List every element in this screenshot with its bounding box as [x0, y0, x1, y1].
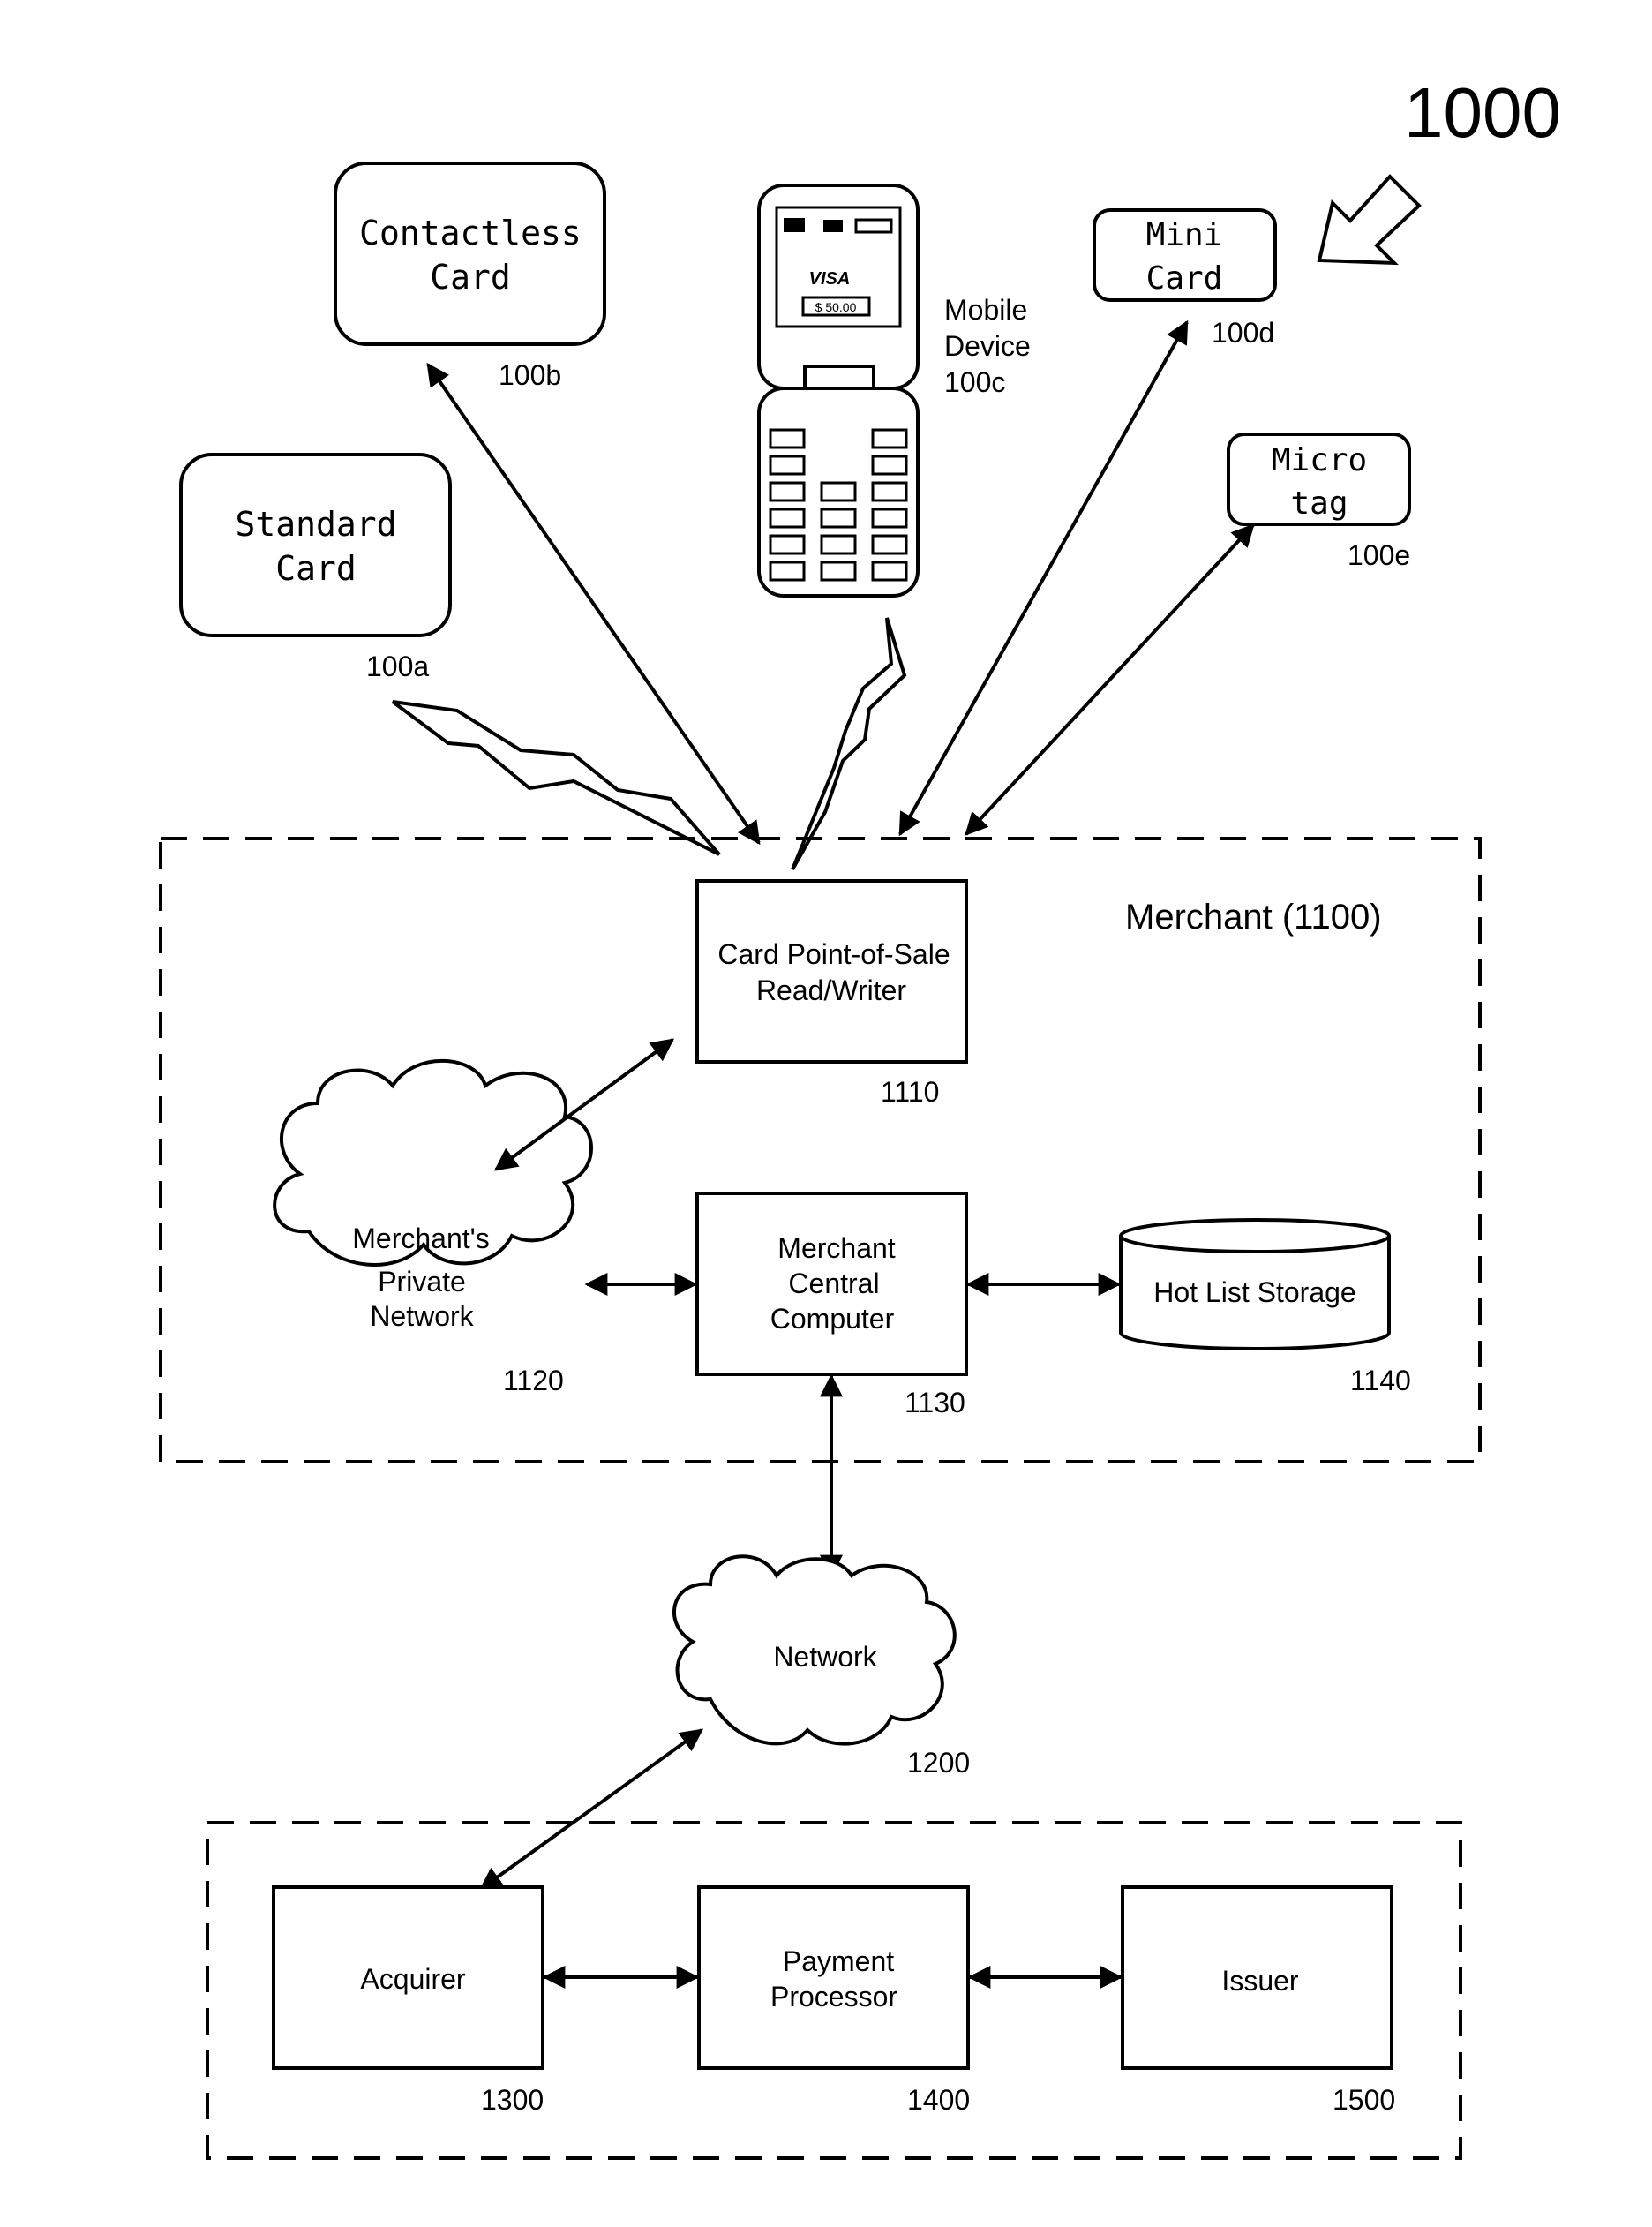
central-computer-ref: 1130: [905, 1387, 965, 1418]
standard-card-label-line2: Card: [275, 549, 357, 588]
standard-card-label-line1: Standard: [235, 505, 396, 544]
network-ref: 1200: [907, 1747, 970, 1779]
central-computer-label-line3: Computer: [770, 1303, 895, 1335]
issuer-label: Issuer: [1221, 1965, 1298, 1997]
pos-label-line1: Card Point-of-Sale: [717, 938, 950, 970]
network-cloud-icon: Network: [674, 1556, 955, 1743]
hot-list-storage-database-icon: Hot List Storage: [1121, 1220, 1389, 1349]
standard-card-ref: 100a: [366, 651, 429, 682]
figure-number: 1000: [1404, 73, 1561, 152]
issuer-ref: 1500: [1333, 2084, 1395, 2116]
payment-processor-box: Payment Processor: [699, 1887, 968, 2068]
mini-card-label-line2: Card: [1146, 260, 1223, 297]
hot-list-storage-ref: 1140: [1350, 1365, 1411, 1396]
acquirer-label: Acquirer: [360, 1963, 466, 1995]
micro-tag-label-line1: Micro: [1272, 442, 1367, 478]
mini-card-to-pos-arrow: [900, 322, 1187, 834]
payment-processor-ref: 1400: [907, 2084, 970, 2116]
private-network-label-line3: Network: [370, 1300, 474, 1332]
micro-tag: Micro tag: [1228, 434, 1409, 524]
private-network-label-line2: Private: [378, 1266, 466, 1298]
mobile-device-label-line1: Mobile: [944, 294, 1027, 326]
central-computer-label-line2: Central: [788, 1268, 879, 1299]
mini-card: Mini Card: [1094, 210, 1275, 300]
payment-processor-label-line2: Processor: [770, 1981, 897, 2013]
contactless-card-ref: 100b: [499, 359, 561, 391]
issuer-box: Issuer: [1123, 1887, 1392, 2068]
acquirer-box: Acquirer: [274, 1887, 543, 2068]
micro-tag-label-line2: tag: [1290, 485, 1348, 522]
micro-tag-ref: 100e: [1348, 539, 1410, 571]
figure-pointer-arrow-icon: [1319, 177, 1419, 263]
merchant-label: Merchant (1100): [1125, 898, 1382, 937]
mini-card-label-line1: Mini: [1146, 217, 1223, 253]
pos-ref: 1110: [881, 1076, 939, 1108]
hot-list-storage-label: Hot List Storage: [1153, 1276, 1355, 1308]
standard-card: Standard Card: [181, 455, 450, 636]
standard-card-wireless-link-icon: [393, 702, 719, 854]
payment-processor-label-line1: Payment: [783, 1945, 894, 1977]
contactless-card: Contactless Card: [335, 163, 604, 344]
central-computer-label-line1: Merchant: [777, 1232, 896, 1264]
private-network-label-line1: Merchant's: [352, 1223, 490, 1254]
contactless-card-label-line1: Contactless: [359, 214, 582, 252]
mobile-device-wireless-link-icon: [792, 618, 905, 869]
acquirer-ref: 1300: [481, 2084, 544, 2116]
micro-tag-to-pos-arrow: [966, 525, 1253, 834]
network-to-acquirer-arrow: [481, 1730, 702, 1889]
pos-read-writer: Card Point-of-Sale Read/Writer: [697, 881, 966, 1062]
private-network-cloud-icon: Merchant's: [274, 1061, 591, 1265]
mobile-screen-brand: VISA: [809, 269, 851, 289]
mobile-device-ref: 100c: [944, 366, 1005, 398]
pos-label-line2: Read/Writer: [756, 974, 906, 1006]
merchant-central-computer: Merchant Central Computer: [697, 1193, 966, 1374]
mini-card-ref: 100d: [1212, 317, 1274, 349]
mobile-device-icon: VISA $ 50.00: [759, 185, 918, 596]
contactless-card-label-line2: Card: [430, 258, 511, 297]
mobile-device-label-line2: Device: [944, 330, 1031, 362]
network-label: Network: [773, 1641, 877, 1673]
private-network-ref: 1120: [503, 1365, 564, 1396]
mobile-screen-amount: $ 50.00: [815, 300, 857, 314]
